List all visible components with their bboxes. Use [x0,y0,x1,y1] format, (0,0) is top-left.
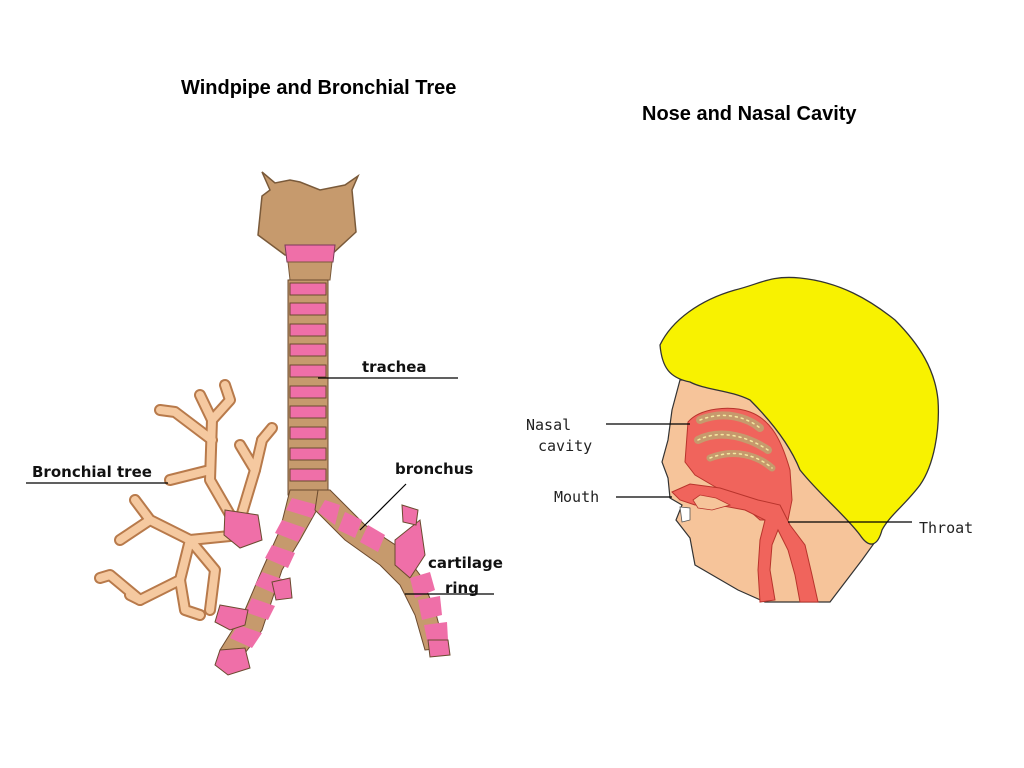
throat-passage [671,483,819,603]
bronchial-tree-label: Bronchial tree [32,463,152,481]
nasal-label-line2: cavity [538,437,593,455]
larynx [257,171,360,257]
nasal-title: Nose and Nasal Cavity [642,103,857,125]
cartilage-label: cartilage [428,554,503,572]
left-bronchus [214,489,329,676]
windpipe-diagram [26,171,494,676]
mouth-label: Mouth [554,488,600,506]
ring-label: ring [445,579,479,597]
windpipe-title: Windpipe and Bronchial Tree [181,77,457,99]
trachea-tube [287,279,329,496]
throat-label: Throat [919,519,974,537]
hair [659,276,940,545]
bronchus-leader [359,483,407,531]
nasal-label-line1: Nasal [526,416,572,434]
right-bronchus [314,489,451,658]
bronchial-tree-branches [94,379,278,621]
turbinates [694,411,776,472]
bronchus-label: bronchus [395,460,474,478]
trachea-label: trachea [362,358,427,376]
